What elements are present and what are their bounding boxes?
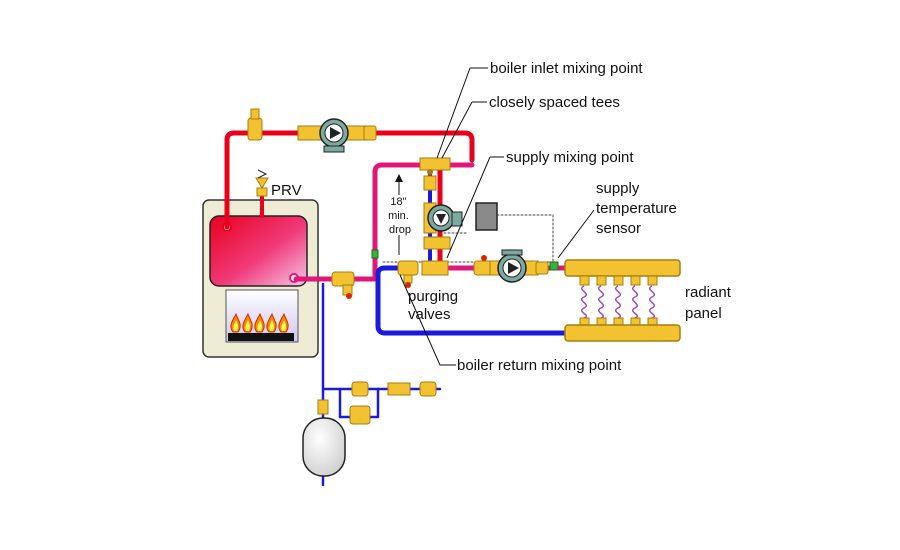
leader-lines	[398, 67, 595, 366]
closely-spaced-tees-label: closely spaced tees	[489, 94, 620, 111]
boiler-return-mixing-point-label: boiler return mixing point	[457, 357, 622, 374]
supply-circulator	[489, 249, 549, 283]
prv-label: PRV	[271, 182, 302, 199]
purging-valves-label: purging valves	[408, 288, 462, 323]
radiant-panel-label: radiant panel	[685, 284, 735, 322]
return-sensor	[371, 249, 379, 259]
drop-arrow	[395, 174, 403, 182]
burner	[228, 333, 294, 341]
closely-spaced-tees	[419, 157, 451, 191]
control-wiring	[382, 214, 554, 263]
boiler-circulator	[297, 118, 377, 153]
radiant-panel-tubing	[581, 285, 655, 319]
boiler	[202, 199, 319, 358]
supply-mixing-point-label: supply mixing point	[506, 149, 634, 166]
mixing-tee-bottom	[421, 260, 449, 276]
expansion-tank-icon	[302, 399, 346, 477]
purging-valve-left	[397, 260, 419, 288]
air-separator	[247, 108, 263, 141]
sensor-icon	[549, 261, 559, 271]
panel-return-pipe	[375, 265, 573, 336]
fill-valves	[349, 381, 437, 425]
purging-valve-right	[473, 255, 495, 276]
heat-exchanger	[209, 215, 308, 287]
prv-valve	[255, 169, 269, 197]
supply-temperature-sensor-label: supply temperature sensor	[596, 180, 681, 237]
controller-icon	[475, 202, 498, 231]
return-manifold	[564, 317, 681, 342]
supply-manifold	[564, 259, 681, 286]
boiler-inlet-mixing-point-label: boiler inlet mixing point	[490, 60, 643, 77]
boiler-return-valve	[331, 271, 355, 299]
mixing-circulator	[423, 202, 463, 250]
boiler-return-pipe	[293, 162, 475, 282]
drop-note-label: 18" min. drop	[388, 196, 412, 236]
